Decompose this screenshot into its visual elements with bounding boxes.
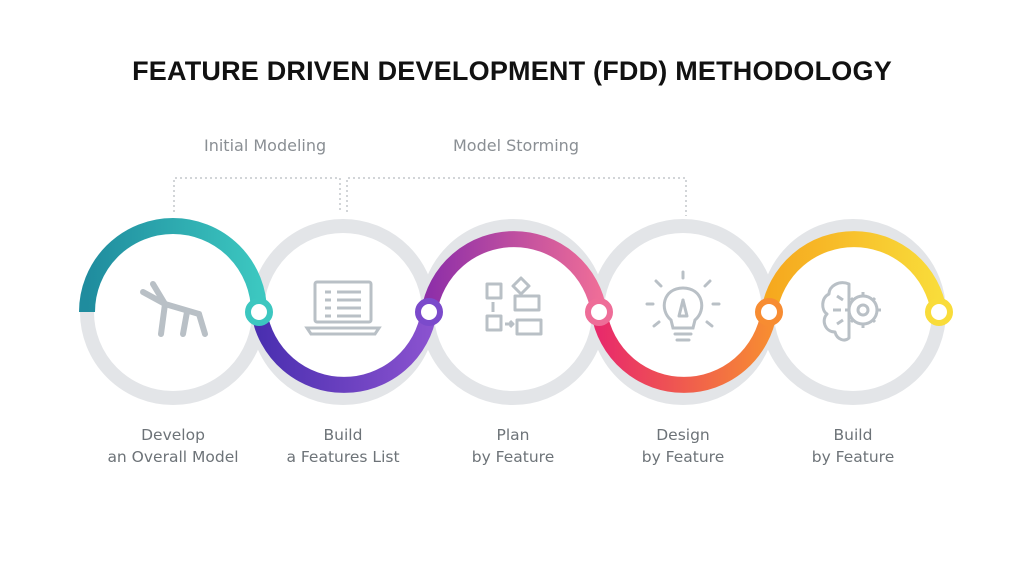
ring-3 (420, 219, 606, 405)
step-label-plan-by-feature: Plan by Feature (418, 424, 608, 468)
step-label-develop-model: Develop an Overall Model (78, 424, 268, 468)
step-2-line1: Build (323, 426, 363, 444)
step-1-line1: Develop (141, 426, 205, 444)
arc-design-by-feature (591, 310, 777, 393)
model-figure-icon (140, 281, 208, 337)
page-title: FEATURE DRIVEN DEVELOPMENT (FDD) METHODO… (132, 56, 892, 86)
phase-bracket-initial-modeling (173, 177, 341, 212)
step-label-design-by-feature: Design by Feature (588, 424, 778, 468)
phase-bracket-model-storming (346, 177, 687, 216)
laptop-list-icon (304, 280, 382, 336)
brain-gear-icon (821, 281, 881, 342)
arc-develop-model (79, 218, 267, 313)
ring-5 (760, 219, 946, 405)
step-3-line1: Plan (496, 426, 530, 444)
step-4-line2: by Feature (641, 448, 725, 466)
step-3-line2: by Feature (471, 448, 555, 466)
step-5-line2: by Feature (811, 448, 895, 466)
node-4 (755, 298, 783, 326)
step-4-line1: Design (656, 426, 710, 444)
arc-build-features-list (251, 310, 437, 393)
step-2-line2: a Features List (286, 448, 400, 466)
node-2 (415, 298, 443, 326)
step-label-build-by-feature: Build by Feature (758, 424, 948, 468)
node-3 (585, 298, 613, 326)
phase-label-model-storming: Model Storming (453, 136, 579, 155)
phase-label-initial-modeling: Initial Modeling (204, 136, 327, 155)
step-5-line1: Build (833, 426, 873, 444)
lightbulb-icon (645, 270, 721, 342)
node-1 (245, 298, 273, 326)
ring-2 (250, 219, 436, 405)
plan-blocks-icon (485, 276, 543, 336)
arc-plan-by-feature (421, 231, 607, 314)
arc-build-by-feature (761, 231, 947, 314)
step-label-build-features-list: Build a Features List (248, 424, 438, 468)
node-5 (925, 298, 953, 326)
step-1-line2: an Overall Model (107, 448, 239, 466)
ring-4 (590, 219, 776, 405)
